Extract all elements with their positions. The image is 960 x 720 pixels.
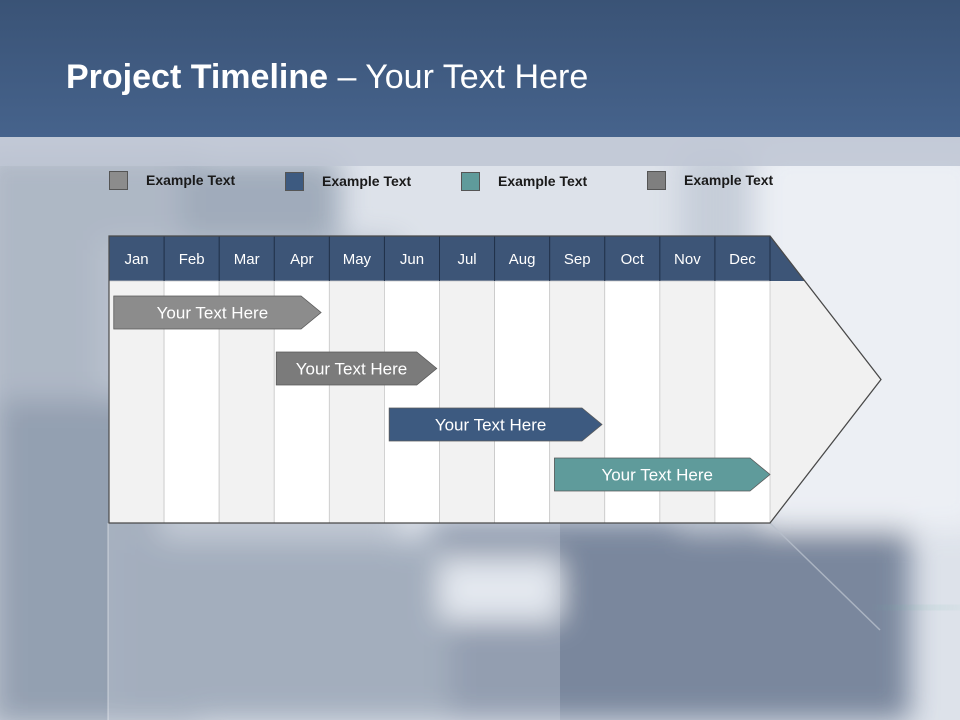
month-label: Sep [564, 251, 591, 268]
sub-band [0, 137, 960, 166]
month-column [328, 280, 385, 524]
task-label: Your Text Here [296, 360, 408, 379]
month-header-band [109, 236, 805, 281]
task-label: Your Text Here [157, 304, 269, 323]
month-column [384, 280, 440, 524]
legend-label: Example Text [322, 173, 412, 189]
month-label: Aug [509, 251, 536, 268]
month-label: Apr [290, 251, 313, 268]
month-label: Jun [400, 251, 424, 268]
month-label: Oct [621, 251, 645, 268]
month-label: Nov [674, 251, 701, 268]
month-column [494, 280, 551, 524]
month-label: Mar [234, 251, 260, 268]
task-label: Your Text Here [435, 416, 547, 435]
month-label: May [343, 251, 372, 268]
legend-swatch [285, 172, 304, 191]
month-label: Feb [179, 251, 205, 268]
task-arrow [113, 295, 322, 330]
task-arrow [554, 457, 771, 492]
legend-swatch [109, 171, 128, 190]
title-bold: Project Timeline [66, 58, 329, 96]
title-rest: – Your Text Here [328, 58, 589, 96]
legend-swatch [461, 172, 480, 191]
month-label: Jul [457, 251, 476, 268]
month-label: Dec [729, 251, 756, 268]
timeline-outline [108, 235, 882, 524]
legend-label: Example Text [684, 172, 774, 188]
legend-label: Example Text [146, 172, 236, 188]
legend-swatch [647, 171, 666, 190]
slide-title: Project Timeline – Your Text Here [66, 58, 588, 97]
task-arrow [275, 351, 438, 386]
header-bar: Project Timeline – Your Text Here [0, 0, 960, 137]
month-column [439, 280, 495, 524]
task-label: Your Text Here [601, 466, 713, 485]
legend-label: Example Text [498, 173, 588, 189]
task-arrow [388, 407, 603, 442]
month-label: Jan [124, 251, 148, 268]
